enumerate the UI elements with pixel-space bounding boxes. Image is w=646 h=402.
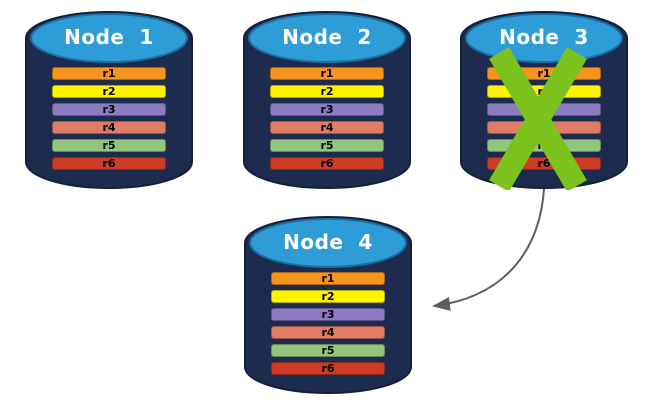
replica-label: r4 (102, 121, 116, 134)
replica-row-r1: r1 (271, 272, 385, 285)
replica-rows: r1 r2 r3 r4 r5 r6 (271, 272, 385, 380)
node-title: Node 4 (283, 230, 373, 254)
replica-label: r3 (320, 103, 334, 116)
node-title: Node 2 (282, 25, 372, 49)
replica-label: r5 (320, 139, 334, 152)
node-title: Node 1 (64, 25, 154, 49)
replica-row-r5: r5 (52, 139, 166, 152)
arrow-curve (432, 188, 545, 311)
replica-row-r4: r4 (271, 326, 385, 339)
replica-label: r3 (321, 308, 335, 321)
replica-label: r6 (321, 362, 335, 375)
replica-row-r4: r4 (270, 121, 384, 134)
replica-row-r1: r1 (270, 67, 384, 80)
replica-label: r1 (537, 67, 551, 80)
replica-label: r1 (321, 272, 335, 285)
replica-row-r3: r3 (52, 103, 166, 116)
replica-row-r6: r6 (271, 362, 385, 375)
replica-row-r6: r6 (52, 157, 166, 170)
replica-label: r6 (537, 157, 551, 170)
node-4: Node 4 r1 r2 r3 r4 r5 r6 (242, 211, 414, 395)
cylinder-top (30, 13, 188, 63)
replica-label: r6 (102, 157, 116, 170)
replica-rows: r1 r2 r3 r4 r5 r6 (270, 67, 384, 175)
cylinder-top (249, 218, 407, 268)
replica-label: r3 (102, 103, 116, 116)
node-2: Node 2 r1 r2 r3 r4 r5 r6 (241, 6, 413, 190)
replica-label: r5 (321, 344, 335, 357)
replica-label: r2 (102, 85, 116, 98)
replica-label: r2 (320, 85, 334, 98)
replica-row-r3: r3 (271, 308, 385, 321)
replica-label: r6 (320, 157, 334, 170)
cylinder-top (248, 13, 406, 63)
x-stroke (489, 47, 587, 190)
failure-x-icon (489, 47, 587, 190)
replica-label: r5 (102, 139, 116, 152)
replica-label: r4 (320, 121, 334, 134)
replica-label: r1 (102, 67, 116, 80)
replica-row-r4: r4 (52, 121, 166, 134)
replica-label: r1 (320, 67, 334, 80)
replica-row-r5: r5 (270, 139, 384, 152)
replica-row-r2: r2 (270, 85, 384, 98)
replica-row-r1: r1 (52, 67, 166, 80)
node-1: Node 1 r1 r2 r3 r4 r5 r6 (23, 6, 195, 190)
replica-row-r5: r5 (271, 344, 385, 357)
replica-label: r2 (321, 290, 335, 303)
node-3: Node 3 r1 r2 r3 r4 r5 r6 (458, 6, 630, 190)
replica-row-r2: r2 (52, 85, 166, 98)
replica-label: r4 (321, 326, 335, 339)
replica-row-r6: r6 (270, 157, 384, 170)
replica-rows: r1 r2 r3 r4 r5 r6 (52, 67, 166, 175)
replica-row-r3: r3 (270, 103, 384, 116)
node-title: Node 3 (499, 25, 589, 49)
replica-row-r2: r2 (271, 290, 385, 303)
